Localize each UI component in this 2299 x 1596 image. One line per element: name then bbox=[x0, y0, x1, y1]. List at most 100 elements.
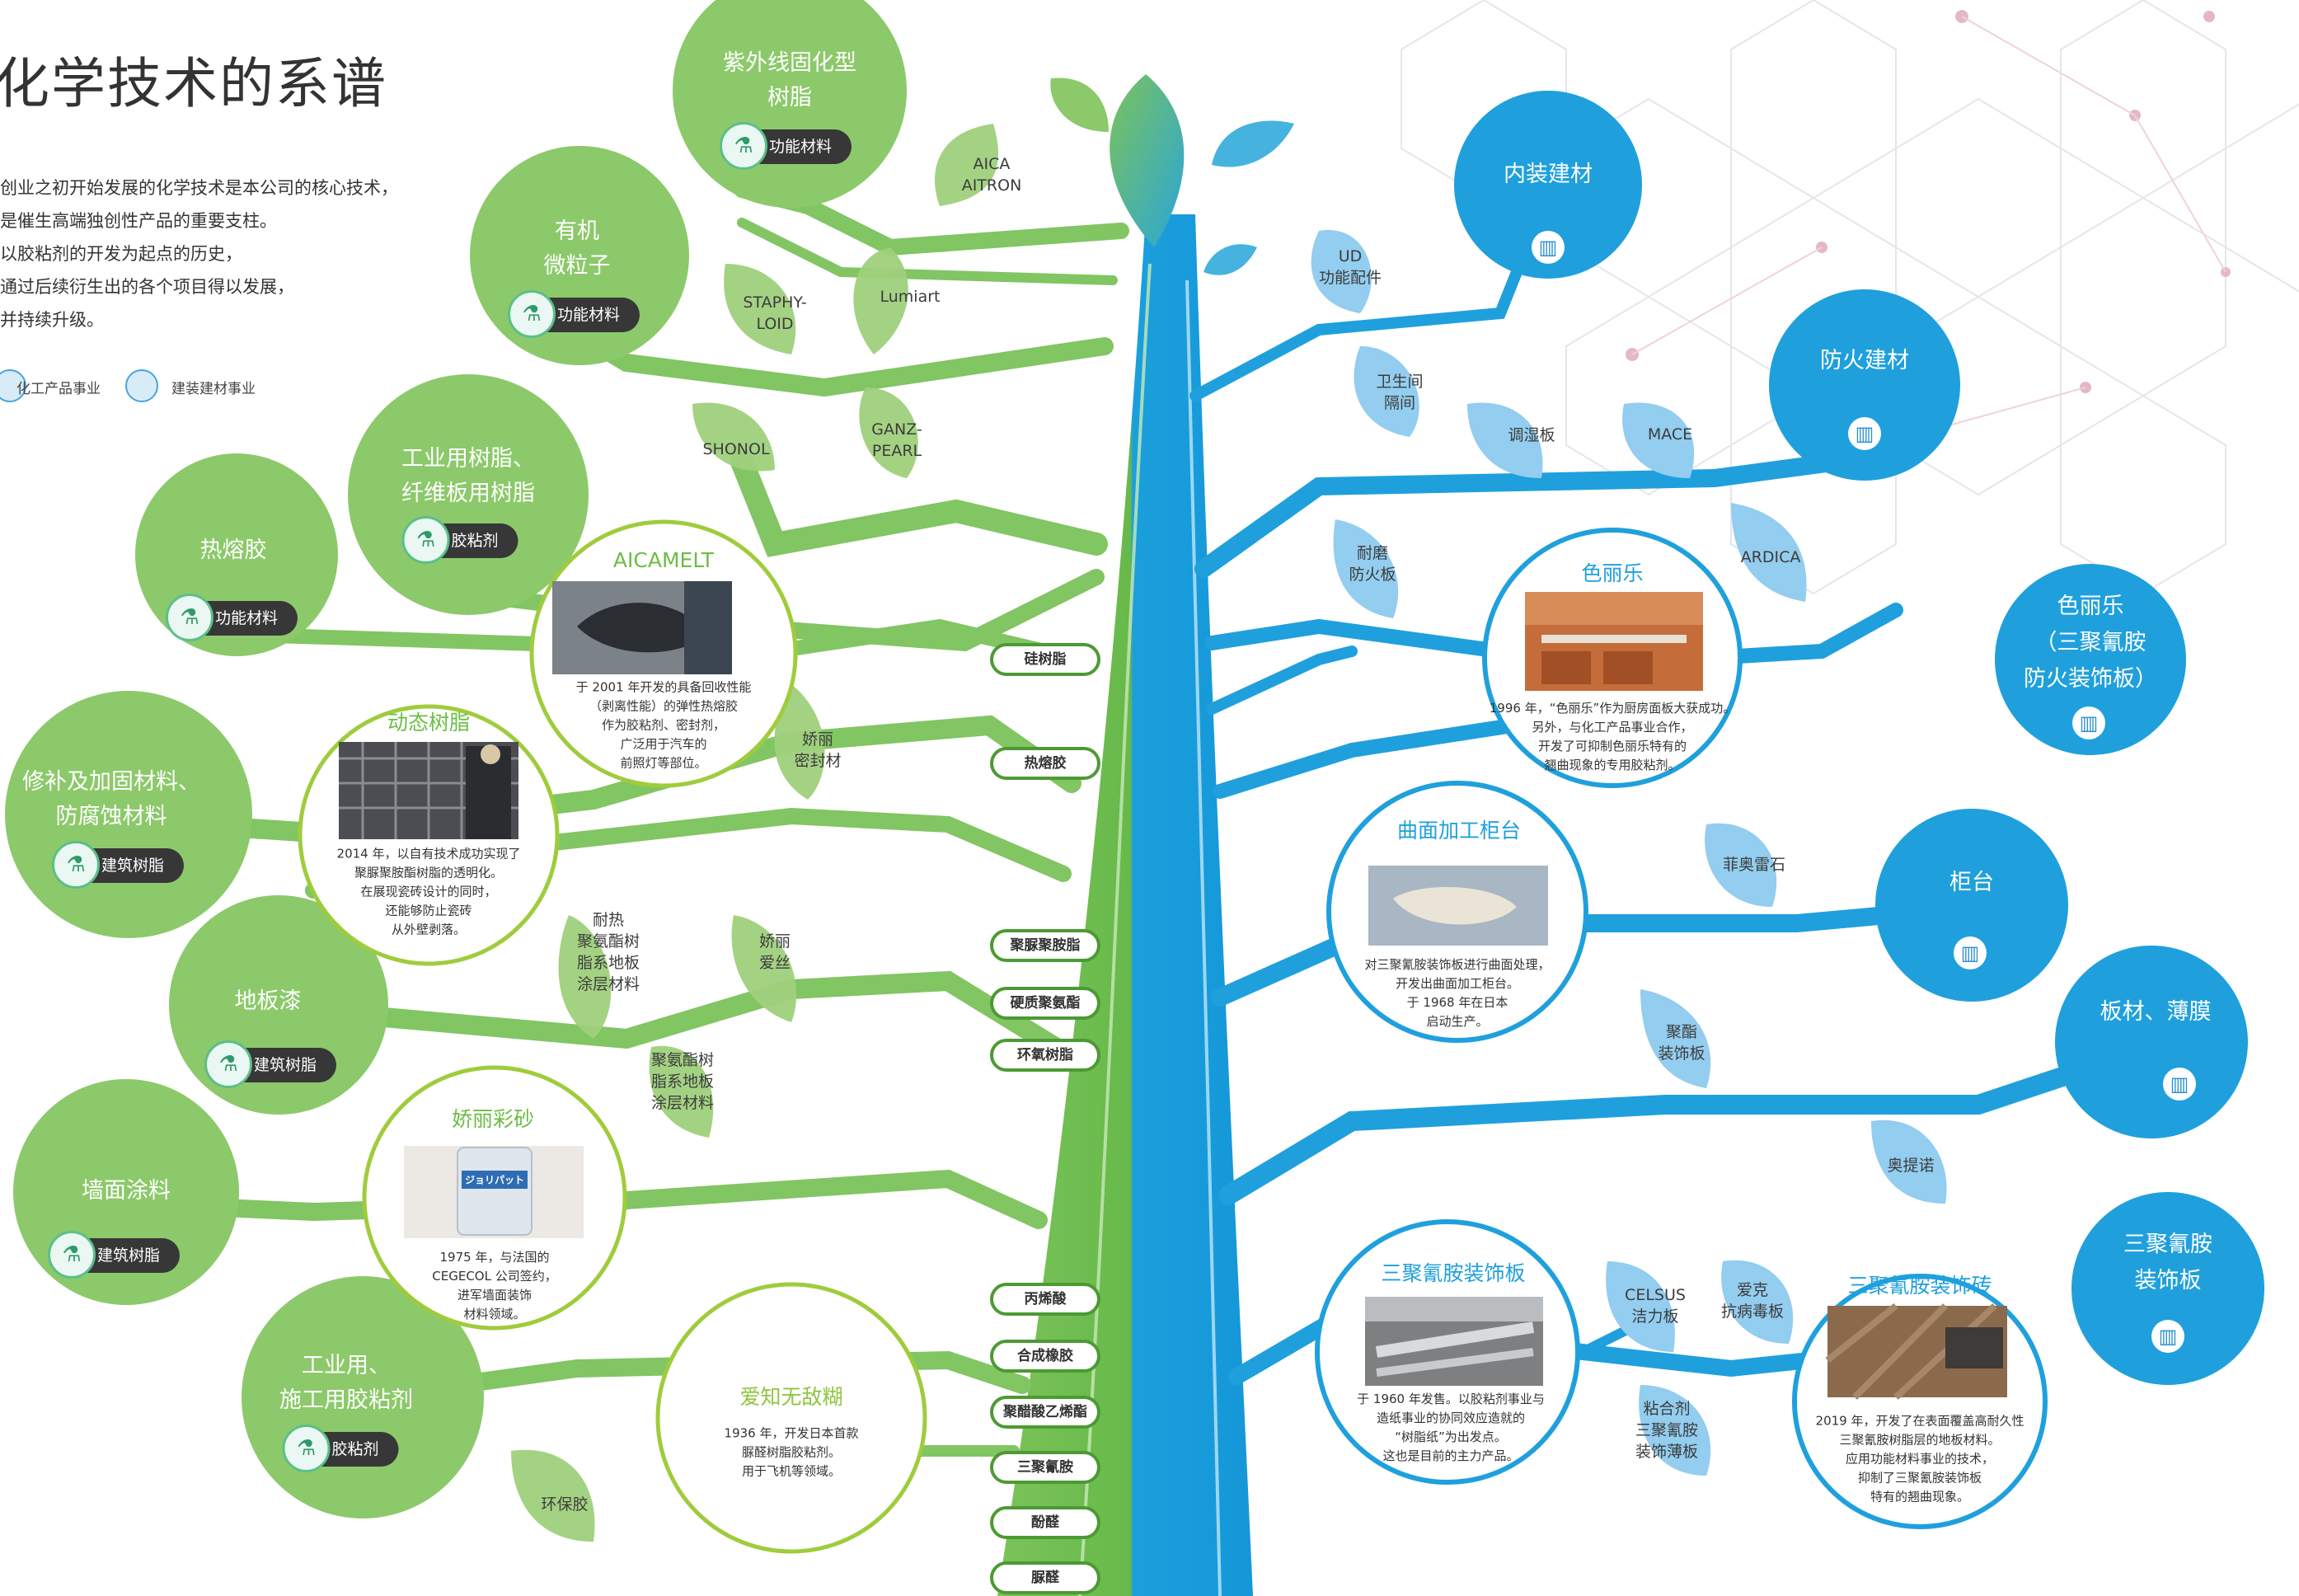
desc-line: 于 1968 年在日本 bbox=[1406, 995, 1508, 1010]
melamine-board-title: 三聚氰胺装饰板 bbox=[1381, 1261, 1526, 1285]
leaf-line: 菲奥雷石 bbox=[1722, 856, 1786, 874]
top-leaf-right bbox=[1212, 120, 1294, 167]
leaf-line: 聚酯 bbox=[1665, 1023, 1698, 1041]
photo-jollypat-can bbox=[404, 1146, 584, 1238]
desc-line: 造纸事业的协同效应造就的 bbox=[1376, 1411, 1525, 1425]
photo-dynamic-resin bbox=[339, 742, 518, 839]
desc-line: 于 1960 年发售。以胶粘剂事业与 bbox=[1357, 1392, 1545, 1406]
leaf-line: 装饰板 bbox=[1658, 1044, 1705, 1063]
leaf-otino: 奥提诺 bbox=[1887, 1155, 1934, 1176]
tag-label: 功能材料 bbox=[768, 138, 833, 156]
desc-line: 用于飞机等领域。 bbox=[741, 1463, 842, 1479]
desc-line: 1996 年，“色丽乐”作为厨房面板大获成功。 bbox=[1489, 701, 1736, 716]
leaf-humidity-board: 调湿板 bbox=[1508, 425, 1555, 446]
leaf-line: 功能配件 bbox=[1318, 269, 1382, 287]
blue-branch-discs bbox=[1454, 91, 2264, 1385]
building-icon: ▥ bbox=[2163, 1068, 2196, 1101]
green-leaf-shapes bbox=[511, 124, 999, 1542]
intro-paragraph: 创业之初开始发展的化学技术是本公司的核心技术， 是催生高端独创性产品的重要支柱。… bbox=[0, 171, 398, 336]
curved-counter-description: 对三聚氰胺装饰板进行曲面处理， 开发出曲面加工柜台。 于 1968 年在日本 启… bbox=[1364, 955, 1550, 1031]
branch-line: 树脂 bbox=[767, 85, 812, 110]
dynamic-resin-title: 动态树脂 bbox=[387, 711, 471, 735]
leaf-line: AITRON bbox=[961, 176, 1022, 195]
tag-label: 建筑树脂 bbox=[101, 857, 165, 875]
desc-line: 这也是目前的主力产品。 bbox=[1382, 1448, 1519, 1463]
branch-industrial-resin: 工业用树脂、 纤维板用树脂 bbox=[401, 442, 535, 511]
tag-functional-material: ⚗功能材料 bbox=[507, 290, 640, 338]
leaf-pu-floor: 聚氨酯树 脂系地板 涂层材料 bbox=[651, 1049, 714, 1114]
desc-line: 翘曲现象的专用胶粘剂。 bbox=[1544, 758, 1681, 772]
leaf-line: 脂系地板 bbox=[650, 1073, 715, 1091]
branch-hotmelt: 热熔胶 bbox=[200, 533, 267, 568]
desc-line: 2014 年，以自有技术成功实现了 bbox=[336, 846, 521, 861]
leaf-line: SHONOL bbox=[702, 440, 770, 458]
blue-leaf-shapes bbox=[1311, 230, 1947, 1476]
leaf-line: 耐磨 bbox=[1356, 544, 1389, 562]
intro-line: 以胶粘剂的开发为起点的历史， bbox=[0, 244, 242, 264]
cerarl-title: 色丽乐 bbox=[1581, 561, 1644, 585]
desc-line: 脲醛树脂胶粘剂。 bbox=[741, 1444, 842, 1460]
trunk-pill-melamine: 三聚氰胺 bbox=[990, 1451, 1100, 1484]
branch-line: 装饰板 bbox=[2134, 1268, 2202, 1293]
desc-line: 1936 年，开发日本首款 bbox=[724, 1425, 859, 1441]
intro-line: 并持续升级。 bbox=[0, 310, 104, 330]
desc-line: 进军墙面装饰 bbox=[457, 1288, 532, 1303]
leaf-adhesive-thin-board: 粘合剂 三聚氰胺 装饰薄板 bbox=[1635, 1398, 1698, 1462]
trunk-pill-phenolic: 酚醛 bbox=[990, 1506, 1100, 1539]
intro-line: 是催生高端独创性产品的重要支柱。 bbox=[0, 211, 277, 231]
tree-trunk bbox=[997, 214, 1253, 1596]
desc-line: 特有的翘曲现象。 bbox=[1870, 1489, 1970, 1504]
desc-line: 应用功能材料事业的技术， bbox=[1845, 1451, 1995, 1467]
leaf-line: 隔间 bbox=[1383, 394, 1416, 412]
desc-line: 前照灯等部位。 bbox=[620, 755, 707, 771]
leaf-line: 卫生间 bbox=[1376, 373, 1424, 391]
branch-line: 色丽乐 bbox=[2057, 594, 2124, 619]
trunk-pill-epoxy: 环氧树脂 bbox=[990, 1039, 1100, 1072]
leaf-line: 密封材 bbox=[794, 752, 842, 770]
desc-line: 另外，与化工产品事业合作， bbox=[1532, 720, 1693, 735]
leaf-line: 耐热 bbox=[592, 911, 625, 929]
curved-counter-title: 曲面加工柜台 bbox=[1396, 819, 1522, 843]
leaf-lumiart: Lumiart bbox=[880, 286, 941, 307]
desc-line: 抑制了三聚氰胺装饰板 bbox=[1857, 1470, 1982, 1486]
leaf-line: UD bbox=[1338, 247, 1363, 265]
desc-line: 1975 年，与法国的 bbox=[439, 1250, 550, 1265]
desc-line: 材料领域。 bbox=[463, 1307, 526, 1321]
desc-line: 还能够防止瓷砖 bbox=[385, 903, 472, 918]
leaf-line: 奥提诺 bbox=[1887, 1157, 1935, 1175]
chem-bottle-icon: ⚗ bbox=[401, 516, 450, 564]
leaf-line: 三聚氰胺 bbox=[1635, 1421, 1699, 1439]
branch-line: 内装建材 bbox=[1504, 162, 1593, 187]
leaf-abrasion-fireproof: 耐磨 防火板 bbox=[1349, 542, 1396, 585]
chem-bottle-icon: ⚗ bbox=[719, 122, 767, 170]
leaf-line: 抗病毒板 bbox=[1720, 1303, 1785, 1321]
branch-uv-resin: 紫外线固化型 树脂 bbox=[723, 46, 856, 115]
intro-line: 创业之初开始发展的化学技术是本公司的核心技术， bbox=[0, 178, 398, 198]
tag-label: 建筑树脂 bbox=[96, 1246, 161, 1265]
branch-floor-coating: 地板漆 bbox=[235, 984, 302, 1019]
branch-line: 工业用树脂、 bbox=[401, 446, 535, 472]
desc-line: “树脂纸”为出发点。 bbox=[1395, 1429, 1507, 1444]
branch-line: 防火建材 bbox=[1820, 348, 1909, 373]
branch-organic-micro: 有机 微粒子 bbox=[544, 214, 611, 284]
desc-line: 作为胶粘剂、密封剂， bbox=[601, 717, 725, 733]
branch-industrial-adhesive: 工业用、 施工用胶粘剂 bbox=[279, 1349, 413, 1418]
leaf-line: Lumiart bbox=[880, 288, 941, 306]
legend-chem-label: 化工产品事业 bbox=[16, 381, 101, 397]
photo-aicamelt bbox=[552, 581, 732, 674]
leaf-line: 洁力板 bbox=[1631, 1307, 1679, 1326]
building-icon: ▥ bbox=[1848, 417, 1881, 450]
leaf-jolly-ace: 娇丽 爱丝 bbox=[759, 931, 791, 974]
leaf-line: GANZ- bbox=[871, 420, 922, 439]
leaf-line: 聚氨酯树 bbox=[650, 1051, 715, 1069]
branch-interior-materials: 内装建材 bbox=[1504, 157, 1593, 193]
leaf-line: 娇丽 bbox=[801, 730, 834, 749]
tag-building-resin: ⚗建筑树脂 bbox=[47, 1231, 181, 1279]
branch-cerarl-fireproof: 色丽乐 （三聚氰胺 防火装饰板） bbox=[2024, 589, 2157, 697]
page-title: 化学技术的系谱 bbox=[0, 52, 387, 115]
desc-line: 三聚氰胺树脂层的地板材料。 bbox=[1839, 1432, 2001, 1448]
leaf-line: 娇丽 bbox=[758, 932, 791, 951]
desc-line: 广泛用于汽车的 bbox=[620, 736, 707, 752]
top-leaf-right-small bbox=[1203, 244, 1257, 275]
top-leaf-left bbox=[1050, 77, 1109, 132]
